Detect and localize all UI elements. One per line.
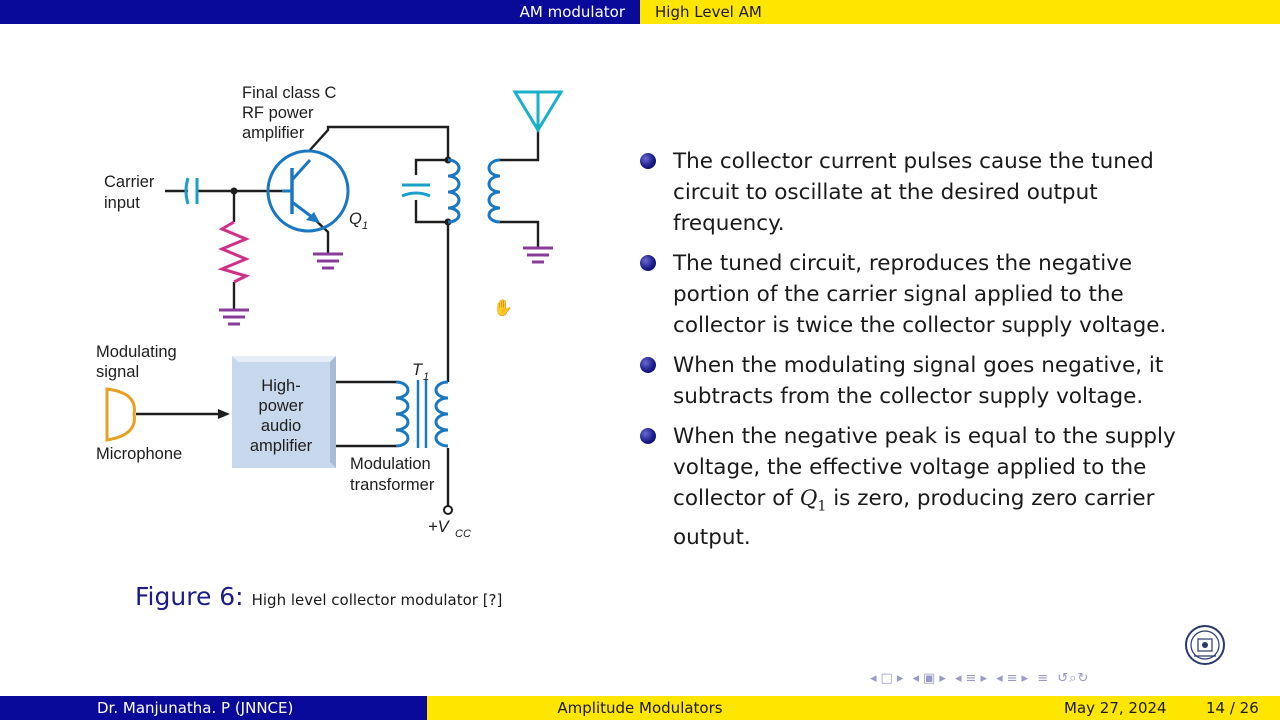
carrier-label-line2: input xyxy=(104,194,140,212)
ground-resistor-icon xyxy=(219,308,249,326)
input-capacitor xyxy=(184,177,199,205)
transistor-q1 xyxy=(266,149,350,233)
nav-prev-subsection-icon[interactable]: ◂ xyxy=(912,671,921,686)
amp-title-line1: Final class C xyxy=(242,84,337,102)
ground-antenna-icon xyxy=(523,246,553,264)
modulating-signal-line1: Modulating xyxy=(96,343,177,361)
figure-label: Figure 6: xyxy=(135,582,244,611)
nav-next-subsection-icon[interactable]: ▸ xyxy=(939,671,947,686)
bullet-text-1: The collector current pulses cause the t… xyxy=(673,149,1154,236)
beamer-navigation: ◂□▸ ◂▣▸ ◂≡▸ ◂≡▸ ≡ ↺⌕↻ xyxy=(870,671,1092,686)
footer-date: May 27, 2024 xyxy=(1064,699,1167,717)
bullet-dot-icon xyxy=(640,153,656,169)
microphone-icon xyxy=(105,387,136,442)
modulating-signal-line2: signal xyxy=(96,363,139,381)
circuit-diagram: Final class C RF power amplifier Carrier… xyxy=(96,84,564,540)
nav-outline-icon[interactable]: ≡ xyxy=(1037,671,1050,686)
math-q1: Q1 xyxy=(799,486,827,515)
bullet-item-3: When the modulating signal goes negative… xyxy=(640,350,1200,412)
nav-next-part-icon[interactable]: ▸ xyxy=(1021,671,1030,686)
nav-prev-part-icon[interactable]: ◂ xyxy=(996,671,1004,686)
audio-amp-line3: audio xyxy=(261,417,301,435)
vcc-terminal xyxy=(443,505,453,515)
microphone-label: Microphone xyxy=(96,445,182,463)
nav-part-icon[interactable]: ≡ xyxy=(1006,671,1019,686)
bullet-dot-icon xyxy=(640,357,656,373)
audio-amp-line2: power xyxy=(259,397,304,415)
bias-resistor xyxy=(217,220,251,284)
bullet-text-3: When the modulating signal goes negative… xyxy=(673,353,1164,409)
bullet-item-2: The tuned circuit, reproduces the negati… xyxy=(640,248,1200,341)
figure-caption: Figure 6: High level collector modulator … xyxy=(135,582,502,611)
header-right-panel xyxy=(640,0,1280,24)
bullet-list: The collector current pulses cause the t… xyxy=(640,146,1200,562)
antenna-icon xyxy=(512,90,564,133)
page-number: 14 / 26 xyxy=(1206,699,1259,717)
secondary-coil xyxy=(487,158,501,224)
math-q: Q xyxy=(799,486,818,511)
math-q-sub: 1 xyxy=(817,498,827,515)
nav-prev-section-icon[interactable]: ◂ xyxy=(955,671,963,686)
nav-frame-icon[interactable]: □ xyxy=(880,671,894,686)
nav-next-frame-icon[interactable]: ▸ xyxy=(896,671,905,686)
wires xyxy=(165,112,540,508)
amp-title-line2: RF power xyxy=(242,104,314,122)
modulation-transformer-line2: transformer xyxy=(350,476,435,494)
q1-label: Q xyxy=(349,210,362,228)
t1-subscript: 1 xyxy=(423,371,429,383)
modulation-transformer xyxy=(395,380,449,448)
audio-amplifier-box xyxy=(232,356,336,468)
bullet-text-4-post: is zero, producing zero carrier output. xyxy=(673,486,1155,551)
bullet-text-4-pre: When the negative peak is equal to the s… xyxy=(673,424,1176,511)
t1-label: T xyxy=(412,361,424,379)
header-left-panel xyxy=(0,0,640,24)
modulation-transformer-line1: Modulation xyxy=(350,455,431,473)
bullet-dot-icon xyxy=(640,255,656,271)
footer-bar: Dr. Manjunatha. P (JNNCE) Amplitude Modu… xyxy=(0,696,1280,720)
audio-amp-line4: amplifier xyxy=(250,437,313,455)
carrier-label-line1: Carrier xyxy=(104,173,155,191)
bullet-text-2: The tuned circuit, reproduces the negati… xyxy=(673,251,1167,338)
footer-date-panel: May 27, 2024 14 / 26 xyxy=(853,696,1280,720)
hand-cursor-icon: ✋ xyxy=(493,298,513,317)
nav-search-icon[interactable]: ↺⌕↻ xyxy=(1057,671,1090,686)
bullet-dot-icon xyxy=(640,428,656,444)
section-link[interactable]: AM modulator xyxy=(519,3,625,21)
institution-logo xyxy=(1185,625,1225,665)
q1-subscript: 1 xyxy=(362,220,368,232)
arrow-head xyxy=(218,409,230,419)
vcc-subscript: CC xyxy=(455,528,471,540)
footer-author-panel: Dr. Manjunatha. P (JNNCE) xyxy=(0,696,427,720)
footer-title: Amplitude Modulators xyxy=(557,699,723,717)
footer-title-panel: Amplitude Modulators xyxy=(427,696,853,720)
bullet-item-1: The collector current pulses cause the t… xyxy=(640,146,1200,239)
nav-subsection-icon[interactable]: ▣ xyxy=(923,671,937,686)
audio-amp-line1: High- xyxy=(261,377,300,395)
subsection-link[interactable]: High Level AM xyxy=(655,3,762,21)
bullet-item-4: When the negative peak is equal to the s… xyxy=(640,421,1200,553)
header-bar: AM modulator High Level AM xyxy=(0,0,1280,24)
ground-emitter-icon xyxy=(313,252,343,270)
nav-section-icon[interactable]: ≡ xyxy=(965,671,978,686)
tank-capacitor xyxy=(401,183,431,198)
nav-prev-frame-icon[interactable]: ◂ xyxy=(870,671,878,686)
footer-author: Dr. Manjunatha. P (JNNCE) xyxy=(97,699,294,717)
tank-coil xyxy=(447,158,461,224)
figure-caption-text: High level collector modulator [?] xyxy=(251,591,503,609)
amp-title-line3: amplifier xyxy=(242,124,305,142)
nav-next-section-icon[interactable]: ▸ xyxy=(980,671,988,686)
vcc-label: +V xyxy=(428,518,451,536)
